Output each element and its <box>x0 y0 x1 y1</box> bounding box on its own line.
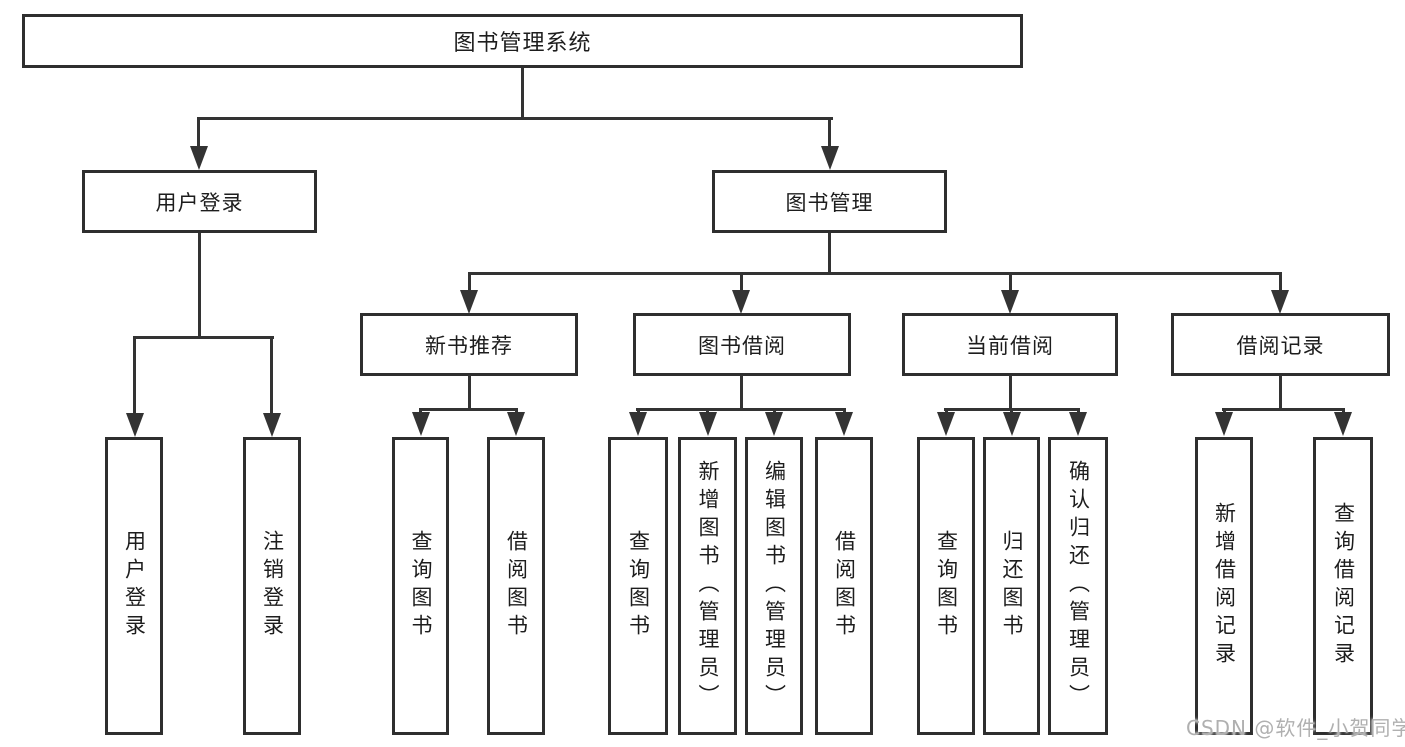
connector <box>1222 408 1345 411</box>
arrowhead-down-icon <box>821 146 839 170</box>
connector <box>133 336 274 339</box>
watermark: CSDN @软件_小贺同学 <box>1186 716 1405 740</box>
arrowhead-down-icon <box>937 412 955 436</box>
node-label: 查询借阅记录 <box>1331 502 1356 670</box>
node-label: 当前借阅 <box>966 333 1054 358</box>
node-borrow-book-leaf: 借阅图书 <box>815 437 873 735</box>
node-label: 新书推荐 <box>425 333 513 358</box>
connector <box>521 68 524 120</box>
node-new-book-recommend: 新书推荐 <box>360 313 578 376</box>
node-return-book: 归还图书 <box>983 437 1040 735</box>
arrowhead-down-icon <box>629 412 647 436</box>
connector <box>197 117 833 120</box>
connector <box>133 336 136 415</box>
node-label: 编辑图书（管理员） <box>762 460 787 712</box>
node-label: 图书管理系统 <box>453 31 592 56</box>
connector <box>740 272 743 292</box>
arrowhead-down-icon <box>412 412 430 436</box>
connector <box>197 117 200 151</box>
arrowhead-down-icon <box>1334 412 1352 436</box>
node-label: 图书管理 <box>785 190 874 215</box>
arrowhead-down-icon <box>460 290 478 314</box>
node-label: 查询图书 <box>626 530 651 642</box>
arrowhead-down-icon <box>1001 290 1019 314</box>
node-current-borrow: 当前借阅 <box>902 313 1118 376</box>
connector <box>636 408 846 411</box>
connector <box>468 272 1282 275</box>
arrowhead-down-icon <box>765 412 783 436</box>
node-label: 查询图书 <box>409 530 434 642</box>
connector <box>468 375 471 411</box>
node-recommend-query-book: 查询图书 <box>392 437 449 735</box>
connector <box>740 375 743 411</box>
node-label: 查询图书 <box>934 530 959 642</box>
connector <box>270 336 273 415</box>
node-recommend-borrow-book: 借阅图书 <box>487 437 545 735</box>
node-label: 新增图书（管理员） <box>696 460 721 712</box>
node-label: 用户登录 <box>155 190 244 215</box>
node-user-login: 用户登录 <box>82 170 317 233</box>
connector <box>828 233 831 275</box>
node-add-borrow-record: 新增借阅记录 <box>1195 437 1253 735</box>
node-library-system: 图书管理系统 <box>22 14 1023 68</box>
connector <box>1009 272 1012 292</box>
arrowhead-down-icon <box>126 413 144 437</box>
connector <box>419 408 518 411</box>
arrowhead-down-icon <box>263 413 281 437</box>
node-book-management: 图书管理 <box>712 170 947 233</box>
arrowhead-down-icon <box>1215 412 1233 436</box>
connector <box>828 117 831 151</box>
arrowhead-down-icon <box>1271 290 1289 314</box>
node-borrow-records: 借阅记录 <box>1171 313 1390 376</box>
arrowhead-down-icon <box>1003 412 1021 436</box>
node-label: 新增借阅记录 <box>1212 502 1237 670</box>
node-label: 借阅图书 <box>504 530 529 642</box>
arrowhead-down-icon <box>732 290 750 314</box>
node-logout: 注销登录 <box>243 437 301 735</box>
node-label: 借阅记录 <box>1236 333 1325 358</box>
arrowhead-down-icon <box>507 412 525 436</box>
node-borrow-query-book: 查询图书 <box>608 437 668 735</box>
node-book-borrow: 图书借阅 <box>633 313 851 376</box>
node-label: 注销登录 <box>260 530 285 642</box>
node-user-login-leaf: 用户登录 <box>105 437 163 735</box>
node-edit-book-admin: 编辑图书（管理员） <box>745 437 803 735</box>
node-label: 归还图书 <box>1000 530 1025 642</box>
node-label: 确认归还（管理员） <box>1066 460 1091 712</box>
arrowhead-down-icon <box>1069 412 1087 436</box>
node-add-book-admin: 新增图书（管理员） <box>678 437 737 735</box>
connector <box>1279 375 1282 411</box>
connector <box>468 272 471 292</box>
arrowhead-down-icon <box>835 412 853 436</box>
node-label: 借阅图书 <box>832 530 857 642</box>
node-label: 图书借阅 <box>698 333 786 358</box>
connector <box>198 233 201 339</box>
arrowhead-down-icon <box>699 412 717 436</box>
connector <box>1009 375 1012 411</box>
node-current-query-book: 查询图书 <box>917 437 975 735</box>
node-confirm-return-admin: 确认归还（管理员） <box>1048 437 1108 735</box>
connector <box>1279 272 1282 292</box>
node-label: 用户登录 <box>122 530 147 642</box>
node-query-borrow-record: 查询借阅记录 <box>1313 437 1373 735</box>
arrowhead-down-icon <box>190 146 208 170</box>
